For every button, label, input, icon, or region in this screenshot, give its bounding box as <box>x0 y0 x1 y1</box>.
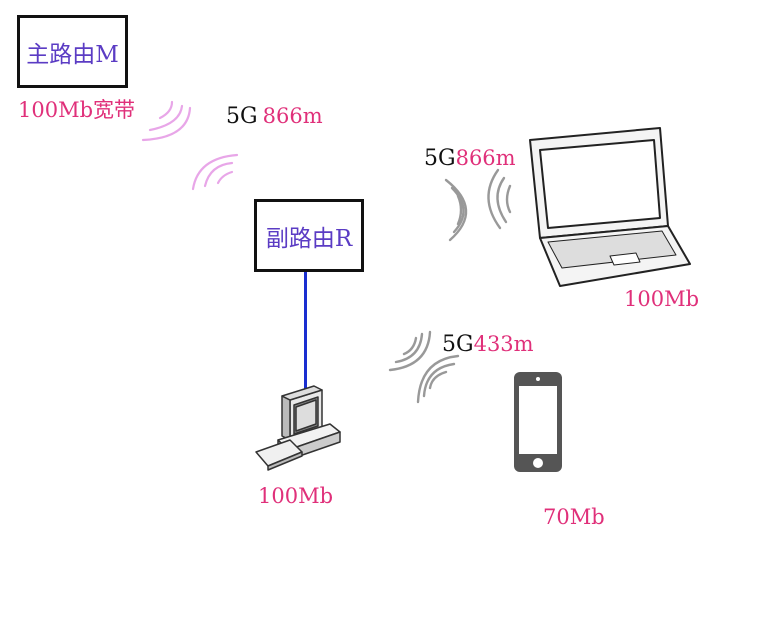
wifi-waves-main-icon <box>141 100 239 191</box>
wifi-waves-phone-icon <box>388 330 460 404</box>
smartphone-icon <box>514 372 562 472</box>
link-main-sub-band: 5G <box>226 104 258 129</box>
desktop-speed: 100Mb <box>258 484 334 508</box>
link-main-sub-rate: 866m <box>262 104 323 128</box>
laptop-link-rate: 866m <box>455 146 516 170</box>
link-main-sub-label: 5G 866m <box>226 104 323 129</box>
sub-router-label: 副路由R <box>265 225 353 252</box>
phone-link-band: 5G <box>442 332 474 357</box>
laptop-link-band: 5G <box>424 146 456 171</box>
phone-link-rate: 433m <box>473 332 534 356</box>
phone-speed: 70Mb <box>543 505 605 529</box>
wifi-waves-laptop-icon <box>444 168 512 242</box>
sub-router-box: 副路由R <box>254 199 364 272</box>
desktop-computer-icon <box>255 385 341 471</box>
laptop-speed: 100Mb <box>624 287 700 311</box>
main-router-box: 主路由M <box>17 15 128 88</box>
laptop-icon <box>529 127 691 287</box>
wired-link-line <box>304 272 307 392</box>
phone-link-label: 5G433m <box>442 332 534 357</box>
main-router-bandwidth: 100Mb宽带 <box>18 98 136 122</box>
main-router-label: 主路由M <box>26 41 119 68</box>
laptop-link-label: 5G866m <box>424 146 516 171</box>
